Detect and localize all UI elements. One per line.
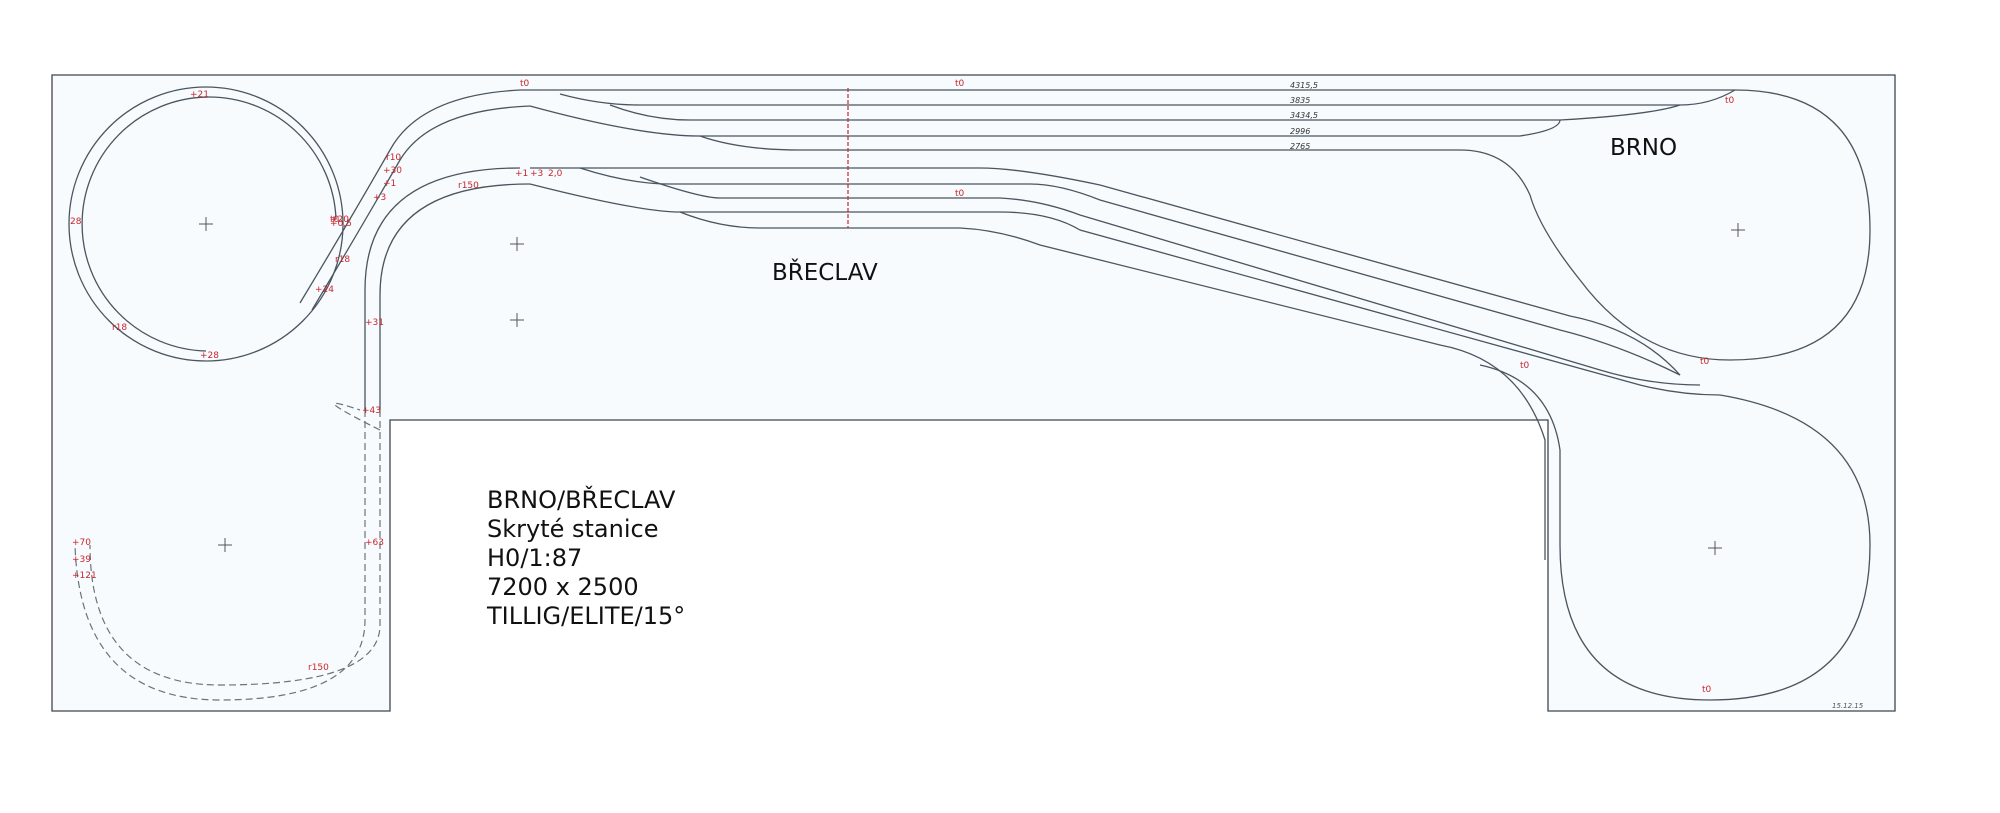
brno-track-4: [529, 105, 1561, 137]
info-scale: H0/1:87: [487, 544, 583, 572]
grade-label: +0,5: [330, 219, 352, 229]
signature-date: 15.12.15: [1832, 702, 1864, 710]
info-subtitle: Skryté stanice: [487, 515, 659, 543]
grade-label: t0: [520, 79, 530, 89]
grade-label: t0: [1520, 361, 1530, 371]
grade-label: +30: [383, 166, 402, 176]
station-breclav: BŘECLAV: [772, 258, 878, 286]
breclav-track-5: [679, 211, 1546, 560]
length-4: 2996: [1290, 127, 1310, 136]
grade-label: +121: [72, 571, 97, 581]
brno-track-3: [609, 104, 1681, 121]
brno-loop: [1459, 89, 1871, 361]
left-helix-outer: [68, 86, 344, 362]
grade-label: t0: [330, 215, 340, 225]
ramp-left-b: [311, 105, 531, 311]
brno-track-5: [699, 135, 1460, 151]
grade-label: +3: [373, 193, 386, 203]
grade-label: +70: [72, 538, 91, 548]
breclav-track-3: [639, 176, 1701, 386]
left-bottom-semicircle: [333, 402, 381, 431]
grade-label: +1: [515, 169, 528, 179]
grade-label: t0: [1725, 96, 1735, 106]
grade-label: r150: [458, 181, 479, 191]
brno-track-2: [559, 89, 1736, 106]
grade-label: +21: [190, 90, 209, 100]
left-vertical-dashed-a: [74, 410, 366, 701]
length-5: 2765: [1290, 142, 1310, 151]
info-title: BRNO/BŘECLAV: [487, 486, 676, 514]
left-helix-inner: [81, 96, 337, 352]
grade-label: +28: [200, 351, 219, 361]
left-loop-a: [364, 167, 521, 410]
grade-label: 28: [70, 217, 82, 227]
info-track-system: TILLIG/ELITE/15°: [487, 602, 686, 630]
grade-label: +43: [362, 406, 381, 416]
grade-label: t0: [1702, 685, 1712, 695]
breclav-track-1: [530, 167, 1681, 376]
grade-label: +20: [330, 215, 349, 225]
grade-label: +63: [365, 538, 384, 548]
length-2: 3835: [1290, 96, 1310, 105]
grade-label: t0: [1700, 357, 1710, 367]
grade-label: r18: [335, 255, 350, 265]
baseboard-outline: [51, 74, 1896, 712]
length-3: 3434,5: [1290, 111, 1318, 120]
breclav-track-2: [579, 167, 1681, 376]
info-size: 7200 x 2500: [487, 573, 639, 601]
plan-info-block: BRNO/BŘECLAV Skryté stanice H0/1:87 7200…: [487, 486, 685, 631]
grade-label: +39: [72, 555, 91, 565]
grade-label: +1: [383, 179, 396, 189]
length-1: 4315,5: [1290, 81, 1318, 90]
grade-label: +3: [530, 169, 543, 179]
ramp-left-a: [299, 89, 521, 304]
right-lower-loop: [1479, 364, 1871, 701]
breclav-track-4: [529, 183, 1721, 396]
grade-label: 2,0: [548, 169, 563, 179]
grade-label: t0: [955, 189, 965, 199]
grade-label: t0: [955, 79, 965, 89]
grade-label: r10: [386, 153, 401, 163]
grade-label: +24: [315, 285, 334, 295]
grade-label: r150: [308, 663, 329, 673]
left-vertical-dashed-b: [89, 410, 381, 686]
left-loop-b: [379, 183, 531, 410]
station-brno: BRNO: [1610, 135, 1677, 161]
grade-label: r18: [112, 323, 127, 333]
grade-label: +31: [365, 318, 384, 328]
